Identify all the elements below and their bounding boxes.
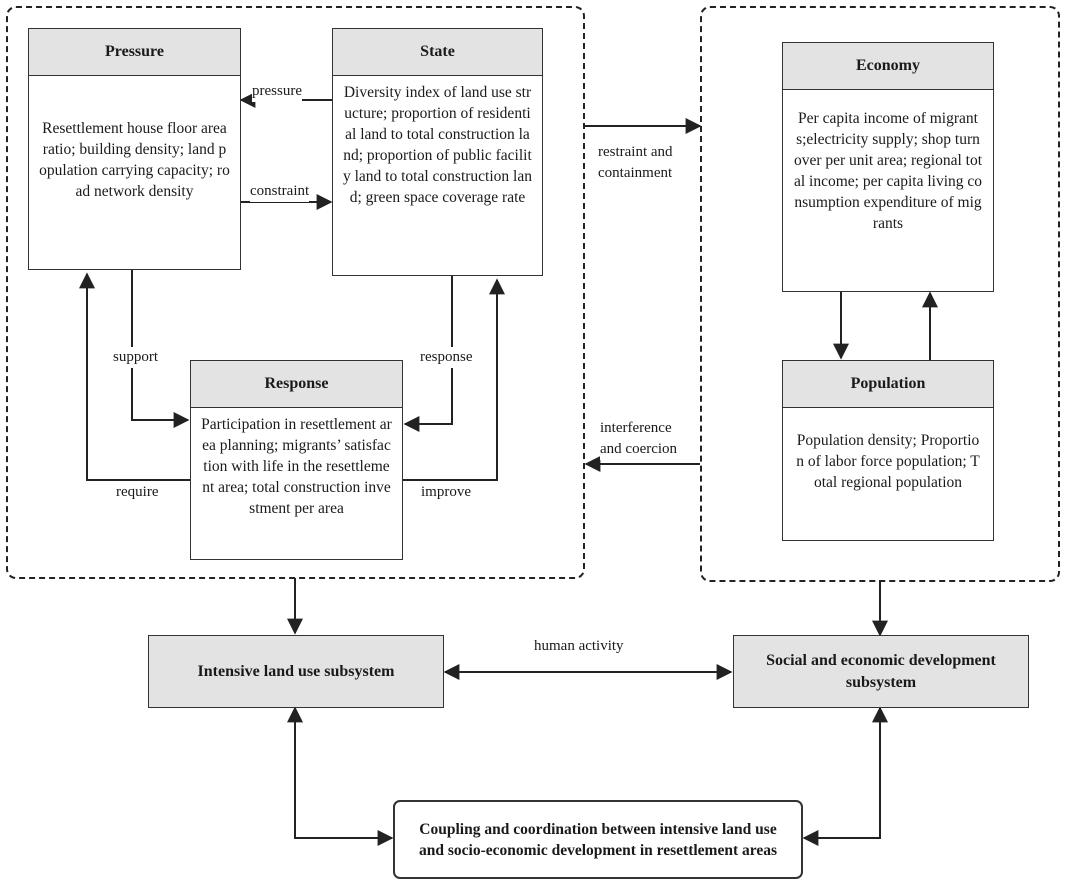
- land-use-group-frame: [6, 6, 585, 579]
- label-response: response: [420, 347, 473, 368]
- response-text: Participation in resettlement area plann…: [201, 416, 392, 517]
- label-interference-line2: and coercion: [600, 439, 678, 460]
- label-improve: improve: [421, 482, 471, 503]
- state-text: Diversity index of land use structure; p…: [343, 84, 532, 206]
- label-restraint-line1: restraint and: [598, 142, 673, 163]
- arrow-land-to-coupling: [287, 706, 394, 846]
- economy-box: Economy Per capita income of migrants;el…: [782, 42, 994, 292]
- economy-title: Economy: [783, 43, 993, 90]
- population-title: Population: [783, 361, 993, 408]
- arrow-state-to-response: [403, 276, 453, 432]
- label-constraint: constraint: [250, 181, 310, 202]
- response-box: Response Participation in resettlement a…: [190, 360, 403, 560]
- label-require: require: [116, 482, 159, 503]
- state-title: State: [333, 29, 542, 76]
- population-box: Population Population density; Proportio…: [782, 360, 994, 541]
- coupling-coordination-box: Coupling and coordination between intens…: [393, 800, 803, 879]
- arrow-pressure-to-response: [131, 270, 190, 428]
- label-interference-line1: interference: [600, 418, 672, 439]
- label-pressure: pressure: [252, 81, 302, 102]
- socio-economic-subsystem: Social and economic development subsyste…: [733, 635, 1029, 708]
- label-support: support: [113, 347, 158, 368]
- economy-text: Per capita income of migrants;electricit…: [793, 110, 983, 232]
- pressure-box: Pressure Resettlement house floor area r…: [28, 28, 241, 270]
- response-title: Response: [191, 361, 402, 408]
- pressure-title: Pressure: [29, 29, 240, 76]
- arrow-social-to-coupling: [802, 706, 888, 846]
- pressure-text: Resettlement house floor area ratio; bui…: [39, 120, 230, 200]
- state-box: State Diversity index of land use struct…: [332, 28, 543, 276]
- arrow-response-to-pressure: [79, 272, 190, 481]
- population-text: Population density; Proportion of labor …: [796, 432, 980, 491]
- label-human-activity: human activity: [534, 636, 624, 657]
- arrow-response-to-state: [403, 278, 505, 481]
- intensive-land-use-subsystem: Intensive land use subsystem: [148, 635, 444, 708]
- label-restraint-line2: containment: [598, 163, 673, 184]
- socio-economic-group-frame: [700, 6, 1060, 582]
